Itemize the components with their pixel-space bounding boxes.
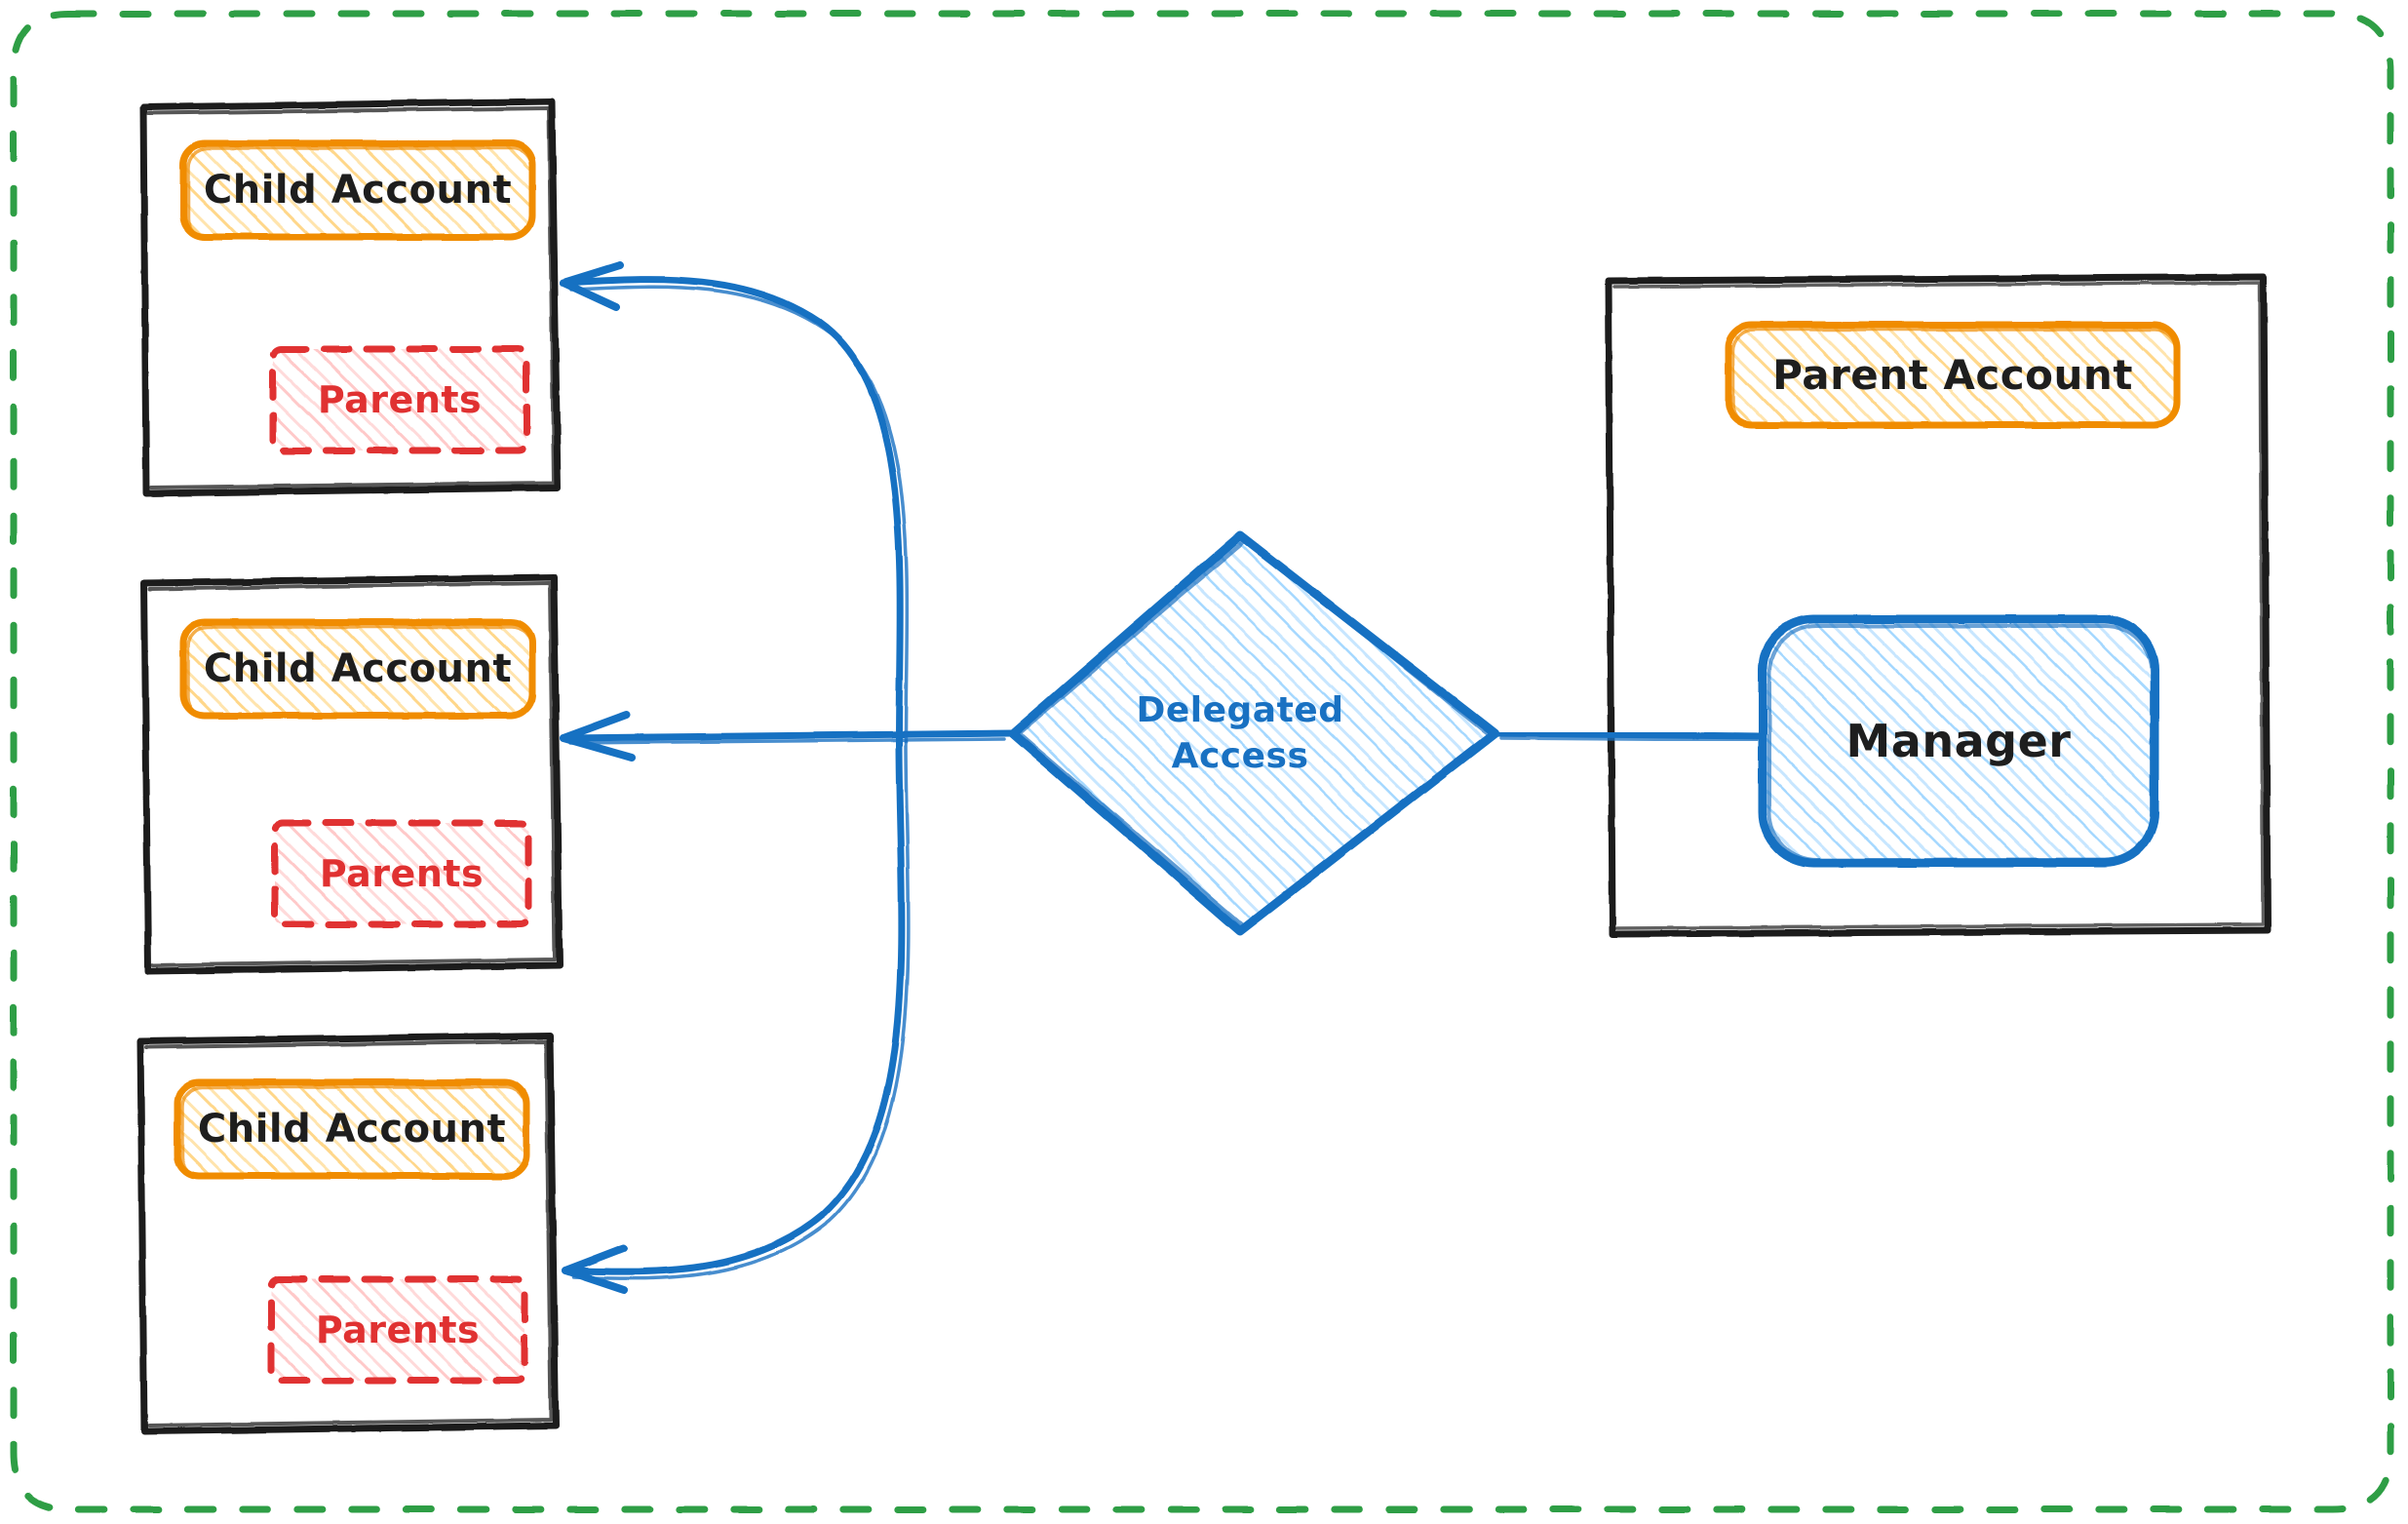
parents-chip-2 [271, 819, 532, 928]
child-account-chip-3 [174, 1078, 530, 1180]
manager-chip [1758, 614, 2159, 868]
connector-diamond-to-child-3 [562, 737, 911, 1294]
parents-chip-1 [269, 345, 530, 454]
connector-diamond-to-child-1 [560, 261, 910, 745]
connector-manager-to-diamond [1491, 729, 1765, 742]
connector-diamond-to-child-2 [560, 711, 1017, 762]
parents-chip-3 [267, 1275, 528, 1385]
child-account-chip-2 [179, 618, 536, 720]
parent-account-chip [1725, 321, 2181, 429]
organization-boundary [10, 10, 2394, 1513]
child-account-chip-1 [179, 139, 536, 241]
delegated-access-diamond [1008, 530, 1499, 936]
